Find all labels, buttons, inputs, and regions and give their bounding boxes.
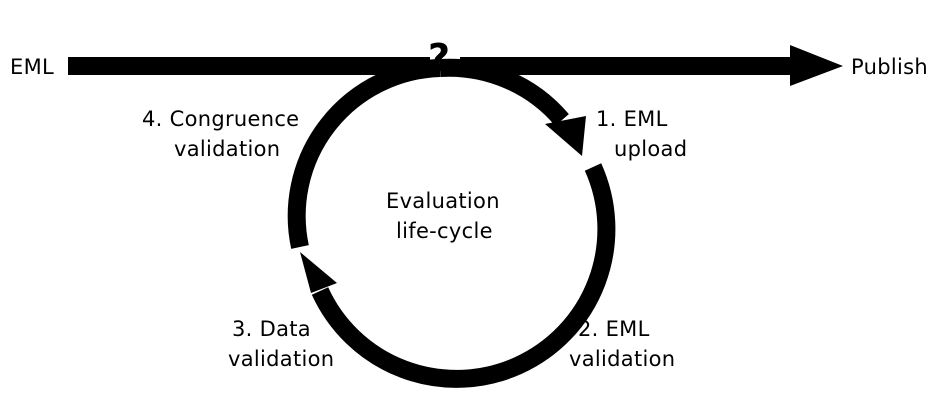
step-2-label-line2: validation: [569, 347, 676, 371]
center-label-line2: life-cycle: [396, 219, 493, 243]
loop-arc-upload: [439, 58, 569, 126]
step-2-label-line1: 2. EML: [578, 317, 650, 341]
step-4-label-line1: 4. Congruence: [142, 107, 300, 131]
output-label: Publish: [851, 55, 927, 79]
center-label-line1: Evaluation: [386, 189, 500, 213]
loop-arc-congruence: [287, 59, 441, 249]
step-1-label-line2: upload: [614, 137, 688, 161]
loop-arrowhead-upload: [545, 116, 586, 156]
step-3-label-line1: 3. Data: [232, 317, 311, 341]
loop-arc-validation: [311, 163, 616, 388]
loop-arrowhead-data: [300, 252, 337, 293]
step-1-label-line1: 1. EML: [596, 107, 668, 131]
pipeline-bar-left: [68, 57, 430, 75]
decision-mark: ?: [428, 36, 451, 80]
input-label: EML: [10, 55, 54, 79]
step-3-label-line2: validation: [228, 347, 335, 371]
pipeline-bar-right: [460, 57, 795, 75]
pipeline-arrowhead: [790, 45, 843, 86]
step-4-label-line2: validation: [174, 137, 281, 161]
